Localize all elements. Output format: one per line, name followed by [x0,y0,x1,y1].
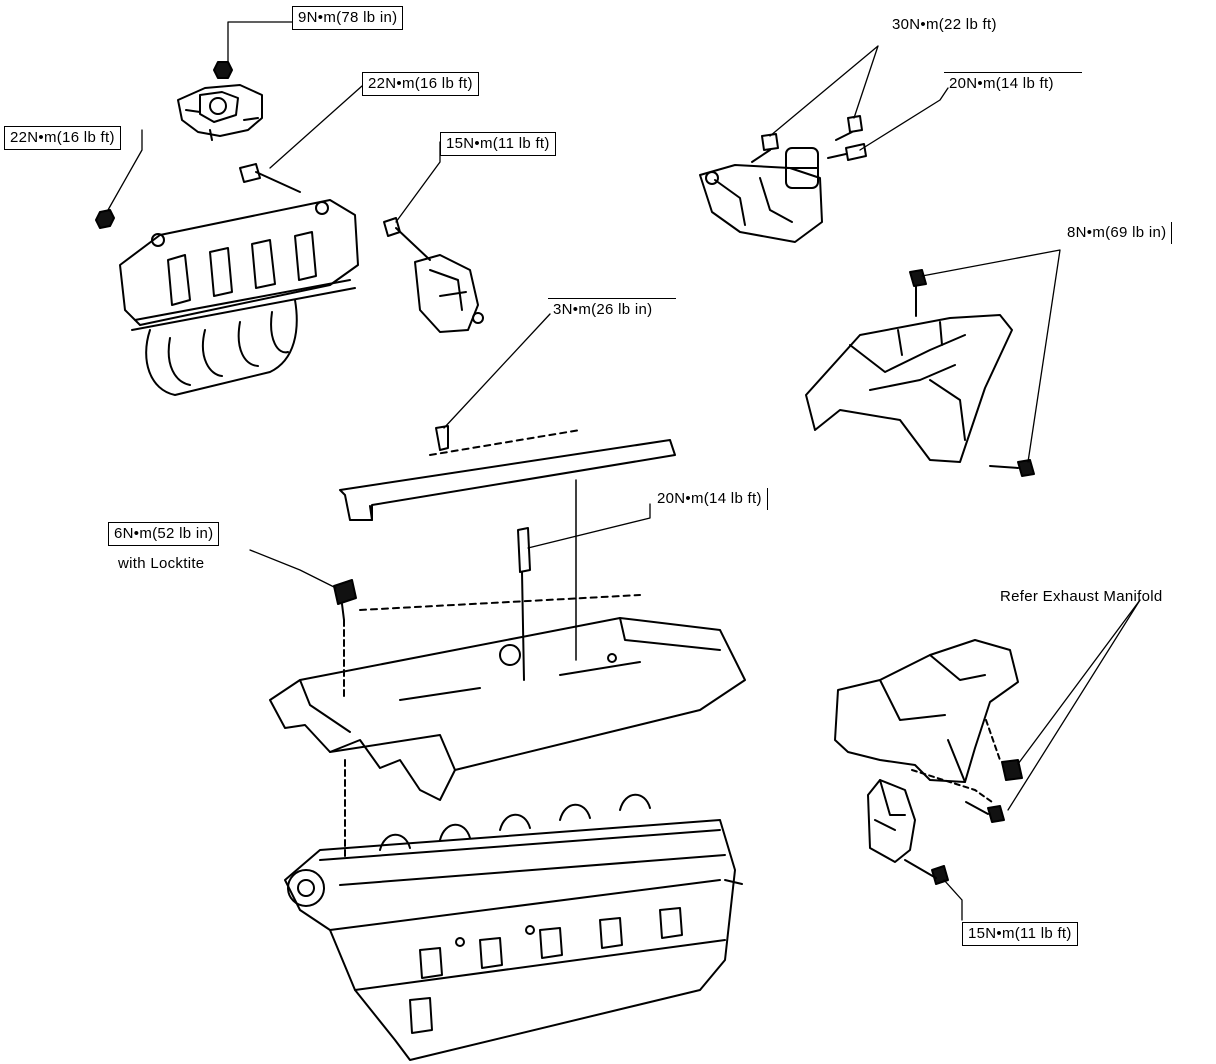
map-sensor [414,254,484,333]
intake-manifold-nut [95,209,115,229]
torque-label-cover-bolt: 3N•m(26 lb in) [548,298,676,321]
throttle-body [177,84,263,141]
egr-bolts [751,115,867,163]
spark-plug [517,527,531,681]
torque-label-egr-bolts: 30N•m(22 lb ft) [892,16,997,33]
cylinder-head [284,759,743,1061]
exhaust-manifold [834,639,1019,803]
camshaft-cover [269,594,746,801]
torque-label-intake-manifold-bolt: 22N•m(16 lb ft) [362,72,479,96]
heat-shield-bolt-lower [989,459,1035,477]
engine-cover [339,429,676,521]
exhaust-heat-shield [805,314,1013,463]
note-with-locktite: with Locktite [118,555,205,572]
torque-label-heat-shield-bolts: 8N•m(69 lb in) [1062,222,1173,244]
torque-label-throttle-body-nut: 9N•m(78 lb in) [292,6,404,30]
intake-manifold [119,199,359,396]
intake-manifold-bolt [239,163,301,193]
heat-shield-bolt-upper [909,269,927,317]
leader-lines [107,21,1141,921]
torque-label-cam-cover-bolt: 6N•m(52 lb in) [108,522,220,546]
cam-cover-bolt [333,579,357,701]
mounting-bracket [867,779,916,863]
exhaust-manifold-nut [965,759,1023,823]
sensor-bolt [383,217,431,261]
torque-label-sensor-bolt: 15N•m(11 lb ft) [440,132,556,156]
bracket-bolt [904,859,949,885]
torque-label-spark-plug: 20N•m(14 lb ft) [652,488,768,510]
cover-bolt [435,425,449,451]
note-refer-exhaust-manifold: Refer Exhaust Manifold [1000,588,1163,605]
throttle-body-nut [213,61,233,79]
torque-label-bracket-bolt: 15N•m(11 lb ft) [962,922,1078,946]
torque-label-egr-stud: 20N•m(14 lb ft) [944,72,1082,95]
egr-valve [699,147,823,243]
torque-label-intake-manifold-nut: 22N•m(16 lb ft) [4,126,121,150]
